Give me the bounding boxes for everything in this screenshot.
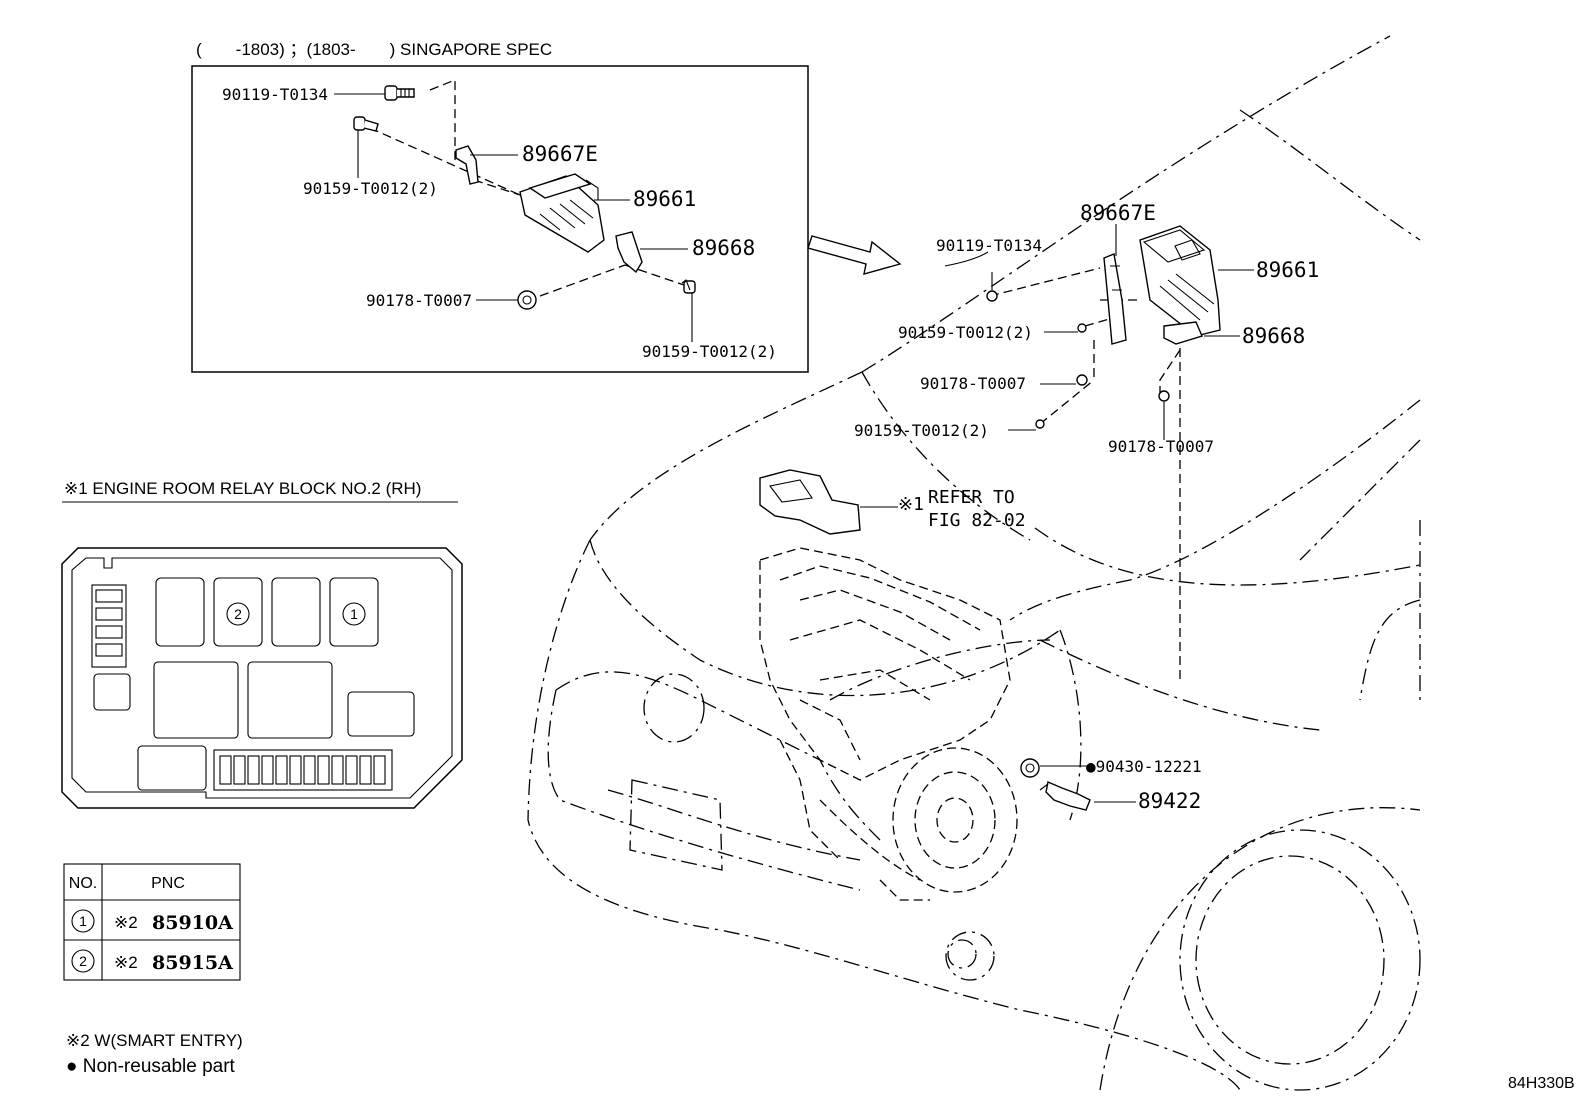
part-number-label: 89668 — [692, 236, 755, 260]
bracket-icon — [615, 231, 643, 274]
relay-ref-line1: REFER TO — [928, 487, 1015, 508]
part-number-label: 90119-T0134 — [936, 236, 1042, 255]
bolt-icon — [681, 279, 696, 294]
inset-panel: ( -1803) ；(1803- ) SINGAPORE SPEC — [191, 40, 809, 373]
part-number-label: 89661 — [633, 187, 696, 211]
part-number-label: 89667E — [522, 142, 598, 166]
part-number-label: 90159-T0012(2) — [642, 342, 777, 361]
inset-frame — [191, 65, 809, 373]
relay-marker-1: 1 — [350, 606, 358, 622]
table-header-pnc: PNC — [151, 875, 185, 892]
table-row-mark: ※2 — [114, 953, 138, 972]
part-number-label: 89422 — [1138, 789, 1201, 813]
bracket-icon — [455, 145, 479, 185]
table-row-pnc: 85910A — [152, 912, 233, 934]
note-smart-entry: ※2 W(SMART ENTRY) — [66, 1031, 243, 1050]
part-number-label: 90159-T0012(2) — [303, 179, 438, 198]
arrow-icon — [807, 235, 902, 275]
part-number-label: ●90430-12221 — [1086, 757, 1202, 776]
sensor-icon — [1020, 758, 1091, 811]
part-number-label: 90119-T0134 — [222, 85, 328, 104]
bolt-icon — [384, 85, 415, 101]
table-row-mark: ※2 — [114, 913, 138, 932]
bolt-icon — [1077, 323, 1087, 333]
relay-ref-mark: ※1 — [898, 494, 924, 515]
part-number-label: 89667E — [1080, 201, 1156, 225]
inset-caption: ( -1803) ；(1803- ) SINGAPORE SPEC — [196, 40, 552, 59]
note-non-reusable: ● Non-reusable part — [66, 1056, 236, 1077]
relay-block-icon — [759, 469, 861, 535]
part-number-label: 90159-T0012(2) — [898, 323, 1033, 342]
table-row-no: 2 — [79, 953, 87, 969]
bolt-icon — [986, 272, 998, 302]
part-number-label: 90159-T0012(2) — [854, 421, 989, 440]
engine-outline — [759, 547, 1018, 901]
part-number-label: 89668 — [1242, 324, 1305, 348]
bolt-icon — [1035, 419, 1045, 429]
bolt-icon — [353, 116, 379, 132]
part-number-label: 90178-T0007 — [1108, 437, 1214, 456]
table-header-no: NO. — [69, 875, 97, 892]
ecu-icon — [1139, 225, 1221, 337]
relay-ref-line2: FIG 82-02 — [928, 510, 1026, 531]
table-row-no: 1 — [79, 913, 87, 929]
nut-icon — [1076, 374, 1088, 386]
ecu-cluster — [944, 224, 1254, 680]
figure-code: 84H330B — [1508, 1075, 1575, 1092]
part-number-label: 89661 — [1256, 258, 1319, 282]
nut-icon — [1158, 390, 1170, 402]
bracket-icon — [1103, 253, 1127, 345]
relay-block-detail: ※1 ENGINE ROOM RELAY BLOCK NO.2 (RH) 2 1 — [61, 479, 463, 809]
part-number-label: 90178-T0007 — [920, 374, 1026, 393]
relay-block-title: ※1 ENGINE ROOM RELAY BLOCK NO.2 (RH) — [64, 479, 421, 498]
table-row-pnc: 85915A — [152, 952, 233, 974]
vehicle-outline — [527, 35, 1421, 1091]
relay-marker-2: 2 — [234, 606, 242, 622]
bracket-icon — [1163, 321, 1203, 345]
pnc-table: NO. PNC 1 ※2 85910A 2 ※2 85915A — [63, 863, 241, 981]
nut-icon — [517, 290, 537, 310]
part-number-label: 90178-T0007 — [366, 291, 472, 310]
ecu-icon — [519, 173, 605, 253]
